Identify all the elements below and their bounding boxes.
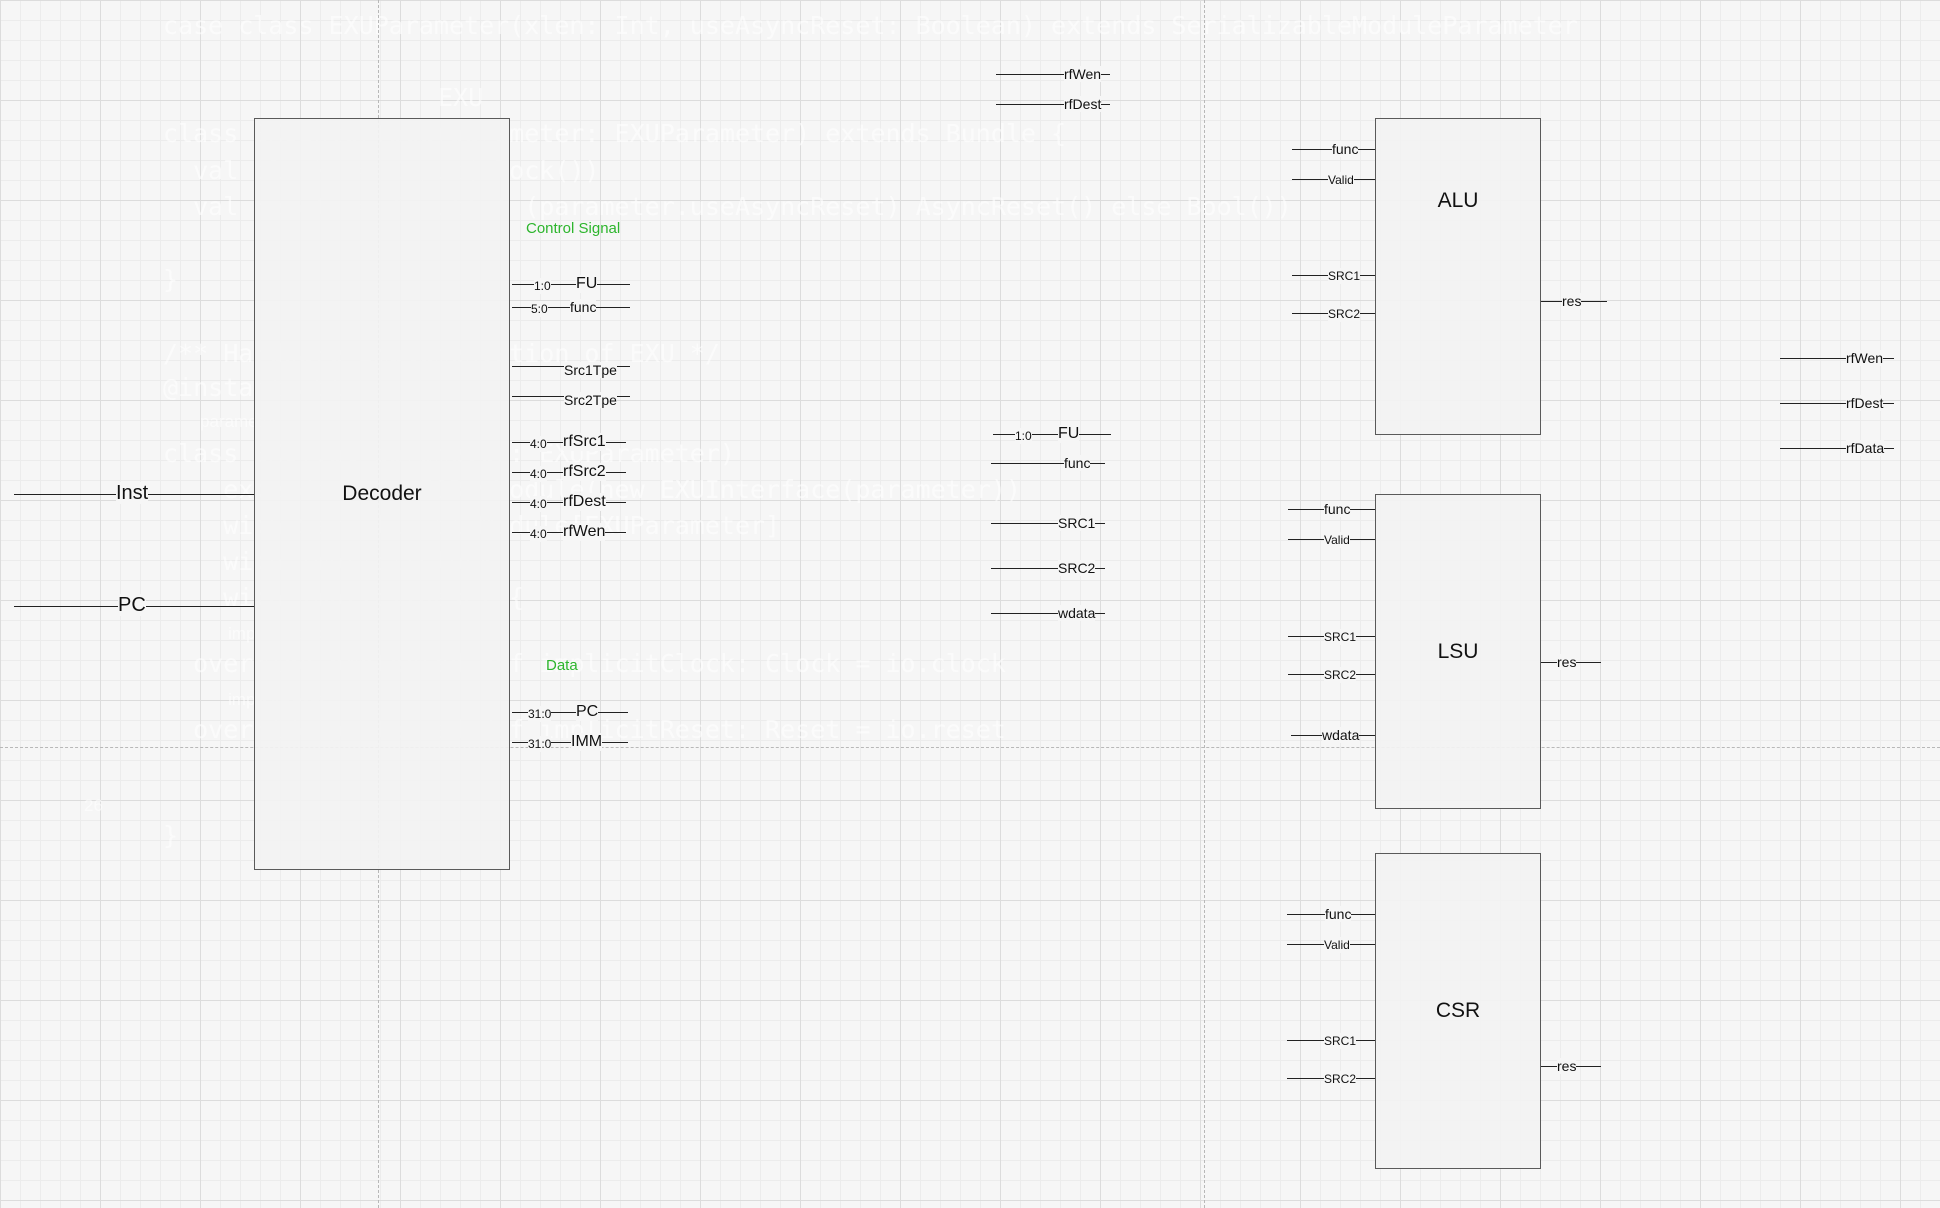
decoder-output-rfwen: rfWen [563,523,606,541]
csr-input-src1: SRC1 [1324,1033,1357,1049]
alu-label: ALU [1437,188,1479,212]
alu-input-src1: SRC1 [1328,268,1361,284]
wire [1780,358,1894,359]
decoder-input-pc: PC [118,594,146,616]
wire [991,463,1105,464]
decoder-output-pc: PC [576,703,599,721]
lsu-output-res: res [1557,654,1577,670]
middle-signal-src2: SRC2 [1058,560,1096,576]
decoder-output-src1tpe: Src1Tpe [564,362,617,378]
csr-block[interactable]: CSR [1375,853,1541,1169]
wire [512,712,628,713]
signal-width: 1:0 [534,278,551,294]
lsu-block[interactable]: LSU [1375,494,1541,809]
data-header: Data [546,657,578,674]
middle-signal-rfdest: rfDest [1064,96,1102,112]
decoder-output-rfsrc2: rfSrc2 [563,463,606,481]
csr-input-valid: Valid [1324,937,1350,953]
lsu-input-valid: Valid [1324,532,1350,548]
page-guide-vertical [1204,0,1205,1208]
code-line: } [163,821,179,850]
right-output-rfdest: rfDest [1846,395,1884,411]
lsu-label: LSU [1437,639,1479,663]
signal-width: 1:0 [1015,428,1032,444]
right-output-rfdata: rfData [1846,440,1885,456]
signal-width: 31:0 [528,706,552,722]
control-signal-header: Control Signal [526,220,621,237]
wire [996,104,1110,105]
middle-signal-fu: FU [1058,425,1080,443]
wire [991,568,1105,569]
decoder-label: Decoder [342,482,422,505]
middle-signal-src1: SRC1 [1058,515,1096,531]
wire [993,434,1111,435]
decoder-output-rfdest: rfDest [563,493,606,511]
code-line: case class EXUParameter(xlen: Int, useAs… [163,11,1578,40]
signal-width: 4:0 [530,526,547,542]
wire [1780,403,1894,404]
csr-label: CSR [1435,999,1481,1022]
csr-input-src2: SRC2 [1324,1071,1357,1087]
signal-width: 4:0 [530,436,547,452]
wire [512,284,630,285]
lsu-input-src2: SRC2 [1324,667,1357,683]
alu-input-func: func [1332,141,1359,157]
decoder-input-inst: Inst [116,482,149,504]
decoder-output-rfsrc1: rfSrc1 [563,433,606,451]
wire [991,613,1105,614]
lsu-input-func: func [1324,501,1351,517]
wire [991,523,1105,524]
decoder-output-src2tpe: Src2Tpe [564,392,617,408]
csr-input-func: func [1325,906,1352,922]
code-line: EXU [438,83,484,112]
right-output-rfwen: rfWen [1846,350,1884,366]
code-line: } [163,265,179,294]
wire [996,74,1110,75]
wire [1780,448,1894,449]
alu-block[interactable]: ALU [1375,118,1541,435]
alu-input-src2: SRC2 [1328,306,1361,322]
decoder-output-func: func [570,299,597,315]
signal-width: 31:0 [528,736,552,752]
alu-output-res: res [1562,293,1582,309]
middle-signal-func: func [1064,455,1091,471]
middle-signal-rfwen: rfWen [1064,66,1102,82]
signal-width: 4:0 [530,466,547,482]
signal-width: 5:0 [531,301,548,317]
decoder-output-imm: IMM [571,733,603,751]
page-guide-horizontal [0,747,1940,748]
signal-width: 4:0 [530,496,547,512]
code-line: 26 [84,796,103,815]
decoder-output-fu: FU [576,275,598,293]
csr-output-res: res [1557,1058,1577,1074]
lsu-input-src1: SRC1 [1324,629,1357,645]
decoder-block[interactable]: Decoder [254,118,510,870]
middle-signal-wdata: wdata [1058,605,1096,621]
wire [512,742,628,743]
lsu-input-wdata: wdata [1322,727,1360,743]
alu-input-valid: Valid [1328,172,1354,188]
